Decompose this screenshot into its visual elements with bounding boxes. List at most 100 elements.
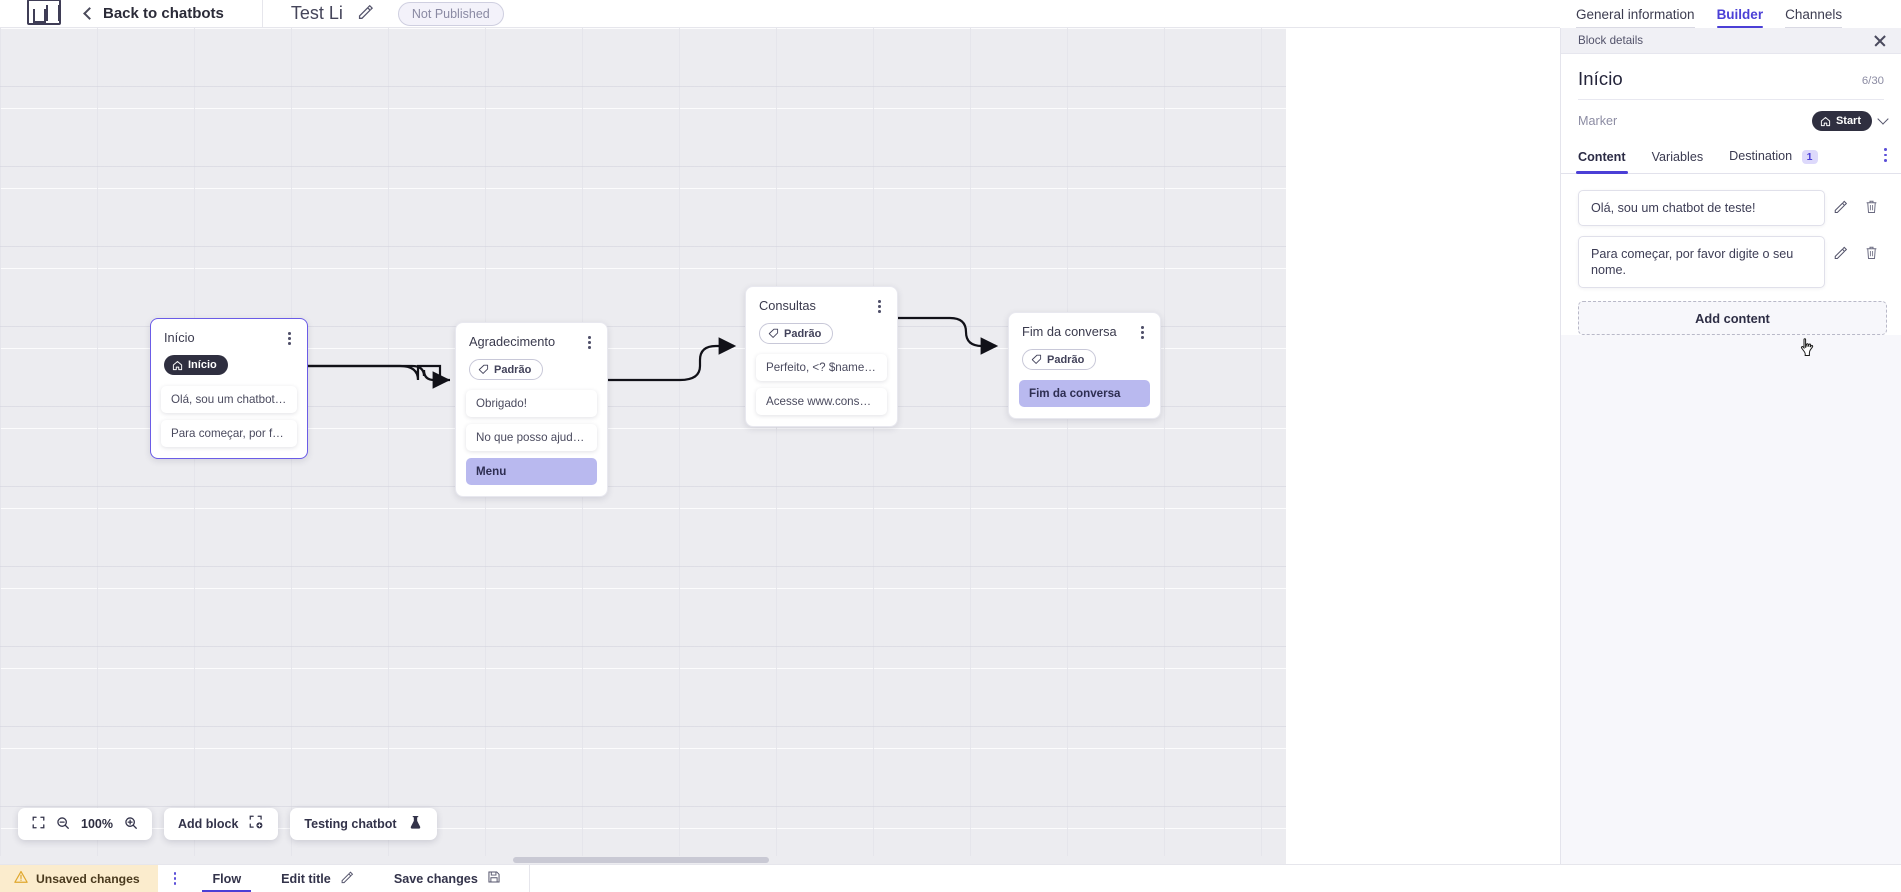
block-message[interactable]: Perfeito, <? $name ?>! [756,354,887,382]
marker-row: Marker Start [1561,100,1901,143]
scrollbar-thumb[interactable] [513,857,769,863]
kebab-menu-icon[interactable] [875,298,884,315]
add-block-icon [249,815,264,833]
tab-variables-label: Variables [1651,149,1704,164]
tab-content-label: Content [1578,149,1626,164]
status-badge-default[interactable]: Padrão [1022,349,1097,371]
flow-block-agradecimento[interactable]: Agradecimento Padrão Obrigado! No que po… [455,322,608,498]
tab-general-information[interactable]: General information [1576,0,1695,28]
pencil-icon[interactable] [1825,236,1856,260]
block-messages: Fim da conversa [1009,380,1160,418]
kebab-menu-icon[interactable] [285,330,294,347]
block-message[interactable]: Obrigado! [466,390,597,418]
tab-builder[interactable]: Builder [1716,0,1763,28]
content-list: Olá, sou um chatbot de teste! Para começ… [1561,174,1901,289]
status-badge-default[interactable]: Padrão [759,323,834,345]
marker-select[interactable]: Start [1811,111,1889,131]
zoom-controls: 100% [18,808,152,840]
block-header: Agradecimento [456,323,607,351]
block-title: Consultas [759,298,816,313]
canvas-horizontal-scrollbar[interactable] [0,856,1286,864]
tag-icon [768,328,779,338]
marker-badge[interactable]: Start [1811,111,1872,131]
block-badge-row: Padrão [456,351,607,390]
pencil-icon[interactable] [357,3,374,25]
tab-content[interactable]: Content [1576,144,1628,174]
block-message-menu[interactable]: Menu [466,458,597,486]
pencil-icon[interactable] [1825,190,1856,214]
block-message[interactable]: Para começar, por favor digite o ... [161,419,297,447]
block-message-end[interactable]: Fim da conversa [1019,380,1150,408]
chatbot-title: Test Li [290,3,343,23]
unsaved-changes-label: Unsaved changes [36,871,140,886]
badge-label: Padrão [494,363,532,376]
status-bar: Unsaved changes Flow Edit title Save cha… [0,864,1901,892]
testing-chatbot-button[interactable]: Testing chatbot [290,808,437,840]
kebab-menu-icon[interactable] [585,334,594,351]
add-block-button[interactable]: Add block [163,808,279,840]
add-content-button[interactable]: Add content [1578,301,1887,336]
kebab-menu-icon[interactable] [158,871,193,886]
status-badge: Not Published [397,1,504,26]
tab-channels[interactable]: Channels [1785,0,1843,28]
toolbar-divider [261,0,263,28]
char-counter: 6/30 [1861,75,1884,87]
trash-icon[interactable] [1856,236,1887,260]
flow-block-fim-da-conversa[interactable]: Fim da conversa Padrão Fim da conversa [1008,312,1161,420]
statusbar-flow-tab[interactable]: Flow [192,865,261,892]
page-title: Início [1578,68,1623,89]
zoom-in-icon[interactable] [124,816,138,833]
status-badge-start[interactable]: Início [164,355,228,376]
tab-variables[interactable]: Variables [1652,144,1704,173]
save-changes-button[interactable]: Save changes [374,865,521,892]
block-badge-row: Padrão [1009,341,1160,380]
badge-label: Padrão [784,327,822,340]
add-block-label: Add block [177,817,239,831]
flow-label: Flow [212,871,242,886]
zoom-out-icon[interactable] [56,816,70,833]
zoom-level: 100% [81,817,113,831]
marker-value: Start [1835,115,1861,127]
content-text[interactable]: Para começar, por favor digite o seu nom… [1578,236,1825,289]
content-text[interactable]: Olá, sou um chatbot de teste! [1578,190,1825,227]
block-details-panel: Block details Início 6/30 Marker Start [1560,28,1901,864]
unsaved-changes-indicator: Unsaved changes [0,864,158,892]
warning-icon [14,870,28,887]
block-badge-row: Início [151,347,307,386]
chevron-down-icon[interactable] [1877,113,1889,125]
pencil-icon [340,870,354,887]
destination-count-badge: 1 [1801,150,1818,164]
chevron-left-icon [83,7,96,20]
testing-chatbot-label: Testing chatbot [304,817,397,831]
edit-title-button[interactable]: Edit title [261,865,374,892]
content-item: Olá, sou um chatbot de teste! [1578,190,1887,227]
block-message[interactable]: No que posso ajudar, <? $name ... [466,424,597,452]
panel-header-title: Block details [1578,34,1644,47]
app-logo-icon[interactable] [27,0,61,25]
main-tabs: General information Builder Channels [1560,0,1901,28]
fullscreen-icon[interactable] [32,816,45,832]
block-messages: Perfeito, <? $name ?>! Acesse www.consul… [746,354,897,426]
back-to-chatbots-button[interactable]: Back to chatbots [83,5,224,22]
kebab-menu-icon[interactable] [1138,324,1147,341]
trash-icon[interactable] [1856,190,1887,214]
flow-block-inicio[interactable]: Início Início Olá, sou um chatbot de tes… [150,318,308,459]
block-messages: Obrigado! No que posso ajudar, <? $name … [456,390,607,496]
tab-destination[interactable]: Destination 1 [1729,143,1818,173]
block-header: Fim da conversa [1009,313,1160,341]
block-header: Início [151,319,307,347]
back-to-chatbots-label: Back to chatbots [103,5,224,22]
divider [1578,99,1884,100]
content-item: Para começar, por favor digite o seu nom… [1578,236,1887,289]
flow-block-consultas[interactable]: Consultas Padrão Perfeito, <? $name ?>! … [745,286,898,428]
home-icon [172,360,183,370]
kebab-menu-icon[interactable] [1884,148,1887,167]
block-message[interactable]: Olá, sou um chatbot de teste! [161,385,297,413]
marker-label: Marker [1578,114,1618,128]
status-badge-default[interactable]: Padrão [469,359,544,381]
block-messages: Olá, sou um chatbot de teste! Para começ… [151,385,307,458]
close-icon[interactable] [1873,34,1887,48]
block-message[interactable]: Acesse www.consultas.com par... [756,388,887,416]
flow-canvas[interactable]: Início Início Olá, sou um chatbot de tes… [0,28,1286,864]
